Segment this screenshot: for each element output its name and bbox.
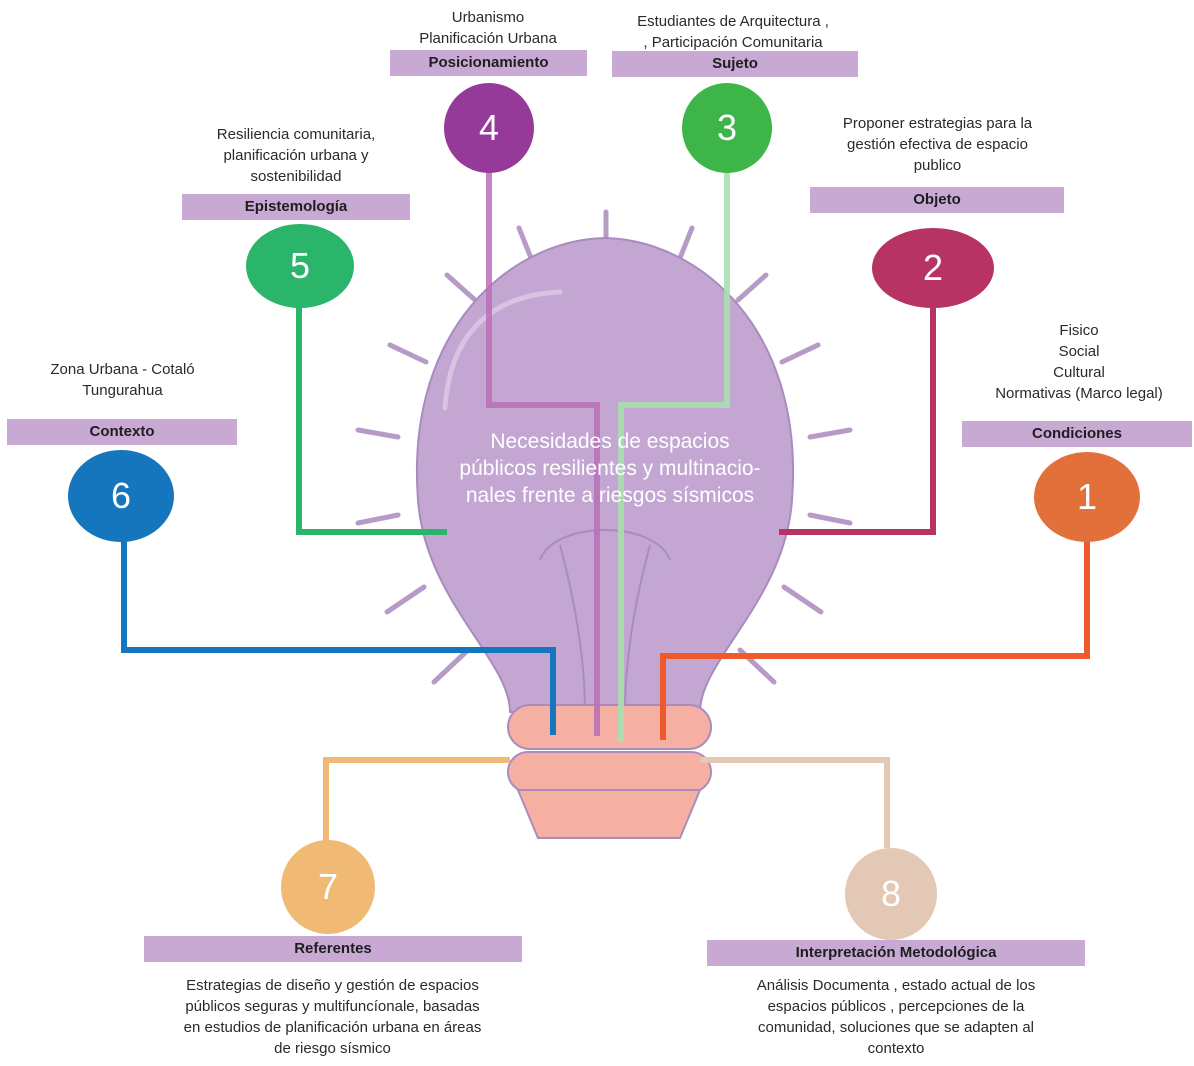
light-rays xyxy=(355,209,853,685)
bulb-highlight xyxy=(442,289,563,411)
connector-7 xyxy=(323,757,510,848)
connector-5 xyxy=(296,305,447,535)
connector-3 xyxy=(618,170,730,742)
node-1-label: Condiciones xyxy=(962,421,1192,447)
node-3-description: Estudiantes de Arquitectura , , Particip… xyxy=(637,13,829,51)
node-6-circle: 6 xyxy=(68,450,174,542)
bulb-filament xyxy=(539,529,671,713)
node-6-description: Zona Urbana - Cotaló Tungurahua xyxy=(50,361,195,399)
node-1-circle: 1 xyxy=(1034,452,1140,542)
connector-6 xyxy=(121,540,556,735)
connector-4 xyxy=(486,170,600,736)
node-5-label: Epistemología xyxy=(182,194,410,220)
connector-2 xyxy=(779,308,936,535)
node-6-label: Contexto xyxy=(7,419,237,445)
node-7-label: Referentes xyxy=(144,936,522,962)
node-5-circle: 5 xyxy=(246,224,354,308)
node-4-label: Posicionamiento xyxy=(390,50,587,76)
bulb-base-ring-2 xyxy=(507,751,712,793)
node-3-label: Sujeto xyxy=(612,51,858,77)
connector-8 xyxy=(700,757,890,848)
bulb-glass xyxy=(415,236,795,713)
connector-1 xyxy=(660,538,1090,740)
node-3-circle: 3 xyxy=(682,83,772,173)
node-4-circle: 4 xyxy=(444,83,534,173)
node-7-description: Estrategias de diseño y gestión de espac… xyxy=(183,977,482,1057)
node-5-description: Resiliencia comunitaria, planificación u… xyxy=(216,126,376,185)
node-8-label: Interpretación Metodológica xyxy=(707,940,1085,966)
central-problem-text: Necesidades de espacios públicos resilie… xyxy=(459,430,761,507)
node-8-description: Análisis Documenta , estado actual de lo… xyxy=(756,977,1036,1057)
bulb-base-ring-1 xyxy=(507,704,712,750)
node-2-circle: 2 xyxy=(872,228,994,308)
node-8-circle: 8 xyxy=(845,848,937,940)
node-1-description: Fisico Social Cultural Normativas (Marco… xyxy=(995,322,1163,402)
node-2-description: Proponer estrategias para la gestión efe… xyxy=(842,115,1033,174)
node-4-description: Urbanismo Planificación Urbana xyxy=(419,9,557,47)
bulb-base-tip xyxy=(516,789,702,839)
node-7-circle: 7 xyxy=(281,840,375,934)
node-2-label: Objeto xyxy=(810,187,1064,213)
